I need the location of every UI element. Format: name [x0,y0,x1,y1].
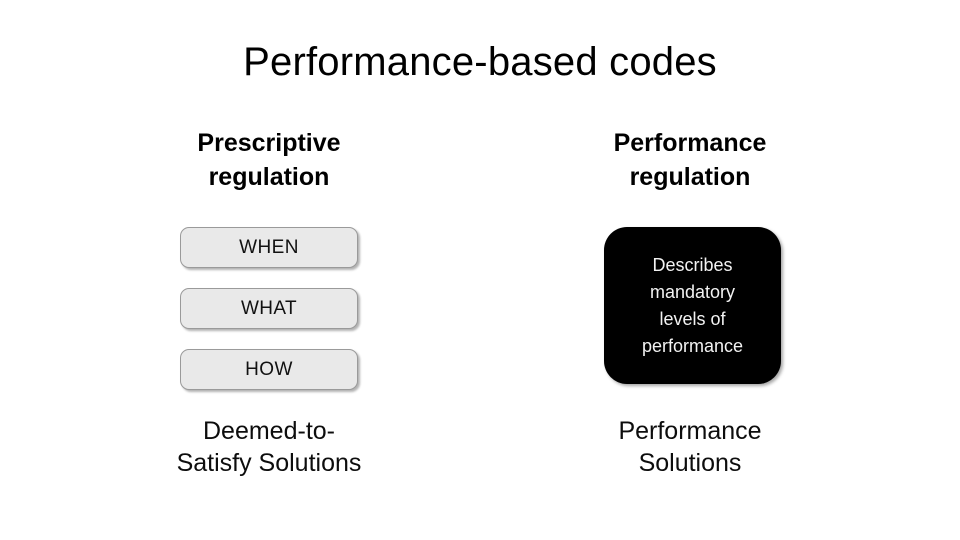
performance-description-line-3: levels of [659,308,726,329]
page-title: Performance-based codes [243,40,717,84]
performance-heading-line-1: Performance [613,129,767,157]
prescriptive-step-stack: WHEN WHAT HOW [180,227,358,390]
deemed-to-satisfy-caption: Deemed-to- Satisfy Solutions [119,415,419,479]
performance-description-line-2: mandatory [649,281,736,302]
performance-solutions-caption-line-2: Solutions [638,449,742,477]
performance-heading-line-2: regulation [629,163,751,191]
step-box-when-label: WHEN [239,236,299,258]
performance-column: Performance regulation [540,126,840,194]
deemed-to-satisfy-caption-line-2: Satisfy Solutions [176,449,362,477]
performance-description-line-4: performance [641,335,744,356]
performance-solutions-caption-line-1: Performance [618,417,762,445]
step-box-what-label: WHAT [240,297,298,319]
performance-heading: Performance regulation [540,126,840,194]
step-box-when[interactable]: WHEN [180,227,358,268]
prescriptive-column: Prescriptive regulation [119,126,419,194]
prescriptive-heading-line-1: Prescriptive [197,129,341,157]
step-box-what[interactable]: WHAT [180,288,358,329]
step-box-how[interactable]: HOW [180,349,358,390]
prescriptive-heading: Prescriptive regulation [119,126,419,194]
performance-description-line-1: Describes [652,254,733,275]
deemed-to-satisfy-caption-line-1: Deemed-to- [203,417,335,445]
step-box-how-label: HOW [245,358,293,380]
prescriptive-heading-line-2: regulation [208,163,330,191]
performance-solutions-caption: Performance Solutions [540,415,840,479]
performance-description-box[interactable]: Describes mandatory levels of performanc… [604,227,781,384]
